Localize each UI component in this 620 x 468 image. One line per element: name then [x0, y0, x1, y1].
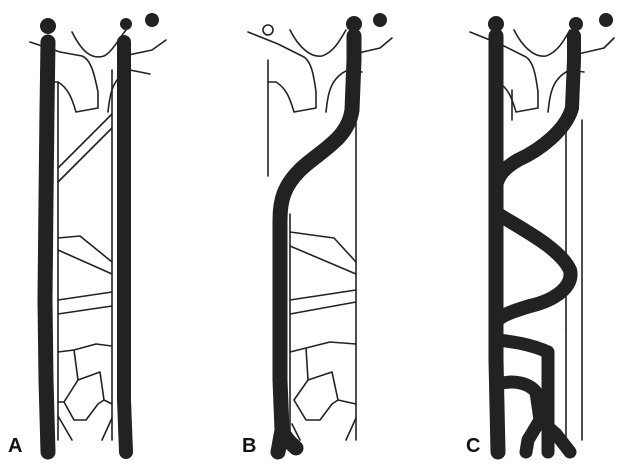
panel-a-vein-left [45, 42, 48, 452]
panel-c-cap-right [569, 17, 583, 31]
panel-b-junction [248, 30, 392, 112]
panel-c-network [498, 340, 570, 452]
panel-a-network [58, 344, 112, 440]
panel-c-cap-left [488, 16, 504, 32]
panel-b-cap-right [346, 16, 362, 32]
panel-a-perforator-2 [58, 236, 112, 274]
panel-c-vein-right [496, 36, 574, 186]
panel-b-network [290, 342, 356, 440]
panel-c-cap-far-right [599, 13, 613, 27]
panel-c-diagram [470, 13, 614, 452]
panel-label-c: C [466, 436, 480, 456]
panel-a-cap-right [120, 18, 132, 30]
panel-b-cap-left [263, 25, 273, 35]
panel-c-loop-1 [496, 214, 571, 322]
panel-b-diagram [248, 13, 392, 452]
panel-a-cap-left [40, 18, 56, 34]
panel-a-diagram [30, 13, 166, 452]
panel-b-perforator-1 [290, 232, 356, 274]
panel-a-perforator-1 [58, 114, 112, 182]
panel-b-perforator-2 [290, 290, 356, 314]
panel-b-cap-far-right [373, 13, 387, 27]
panel-a-cap-far-right [145, 13, 159, 27]
panel-a-perforator-3 [58, 292, 112, 314]
panel-label-b: B [242, 436, 256, 456]
panel-a-vein-right [124, 42, 126, 452]
panel-label-a: A [8, 436, 22, 456]
